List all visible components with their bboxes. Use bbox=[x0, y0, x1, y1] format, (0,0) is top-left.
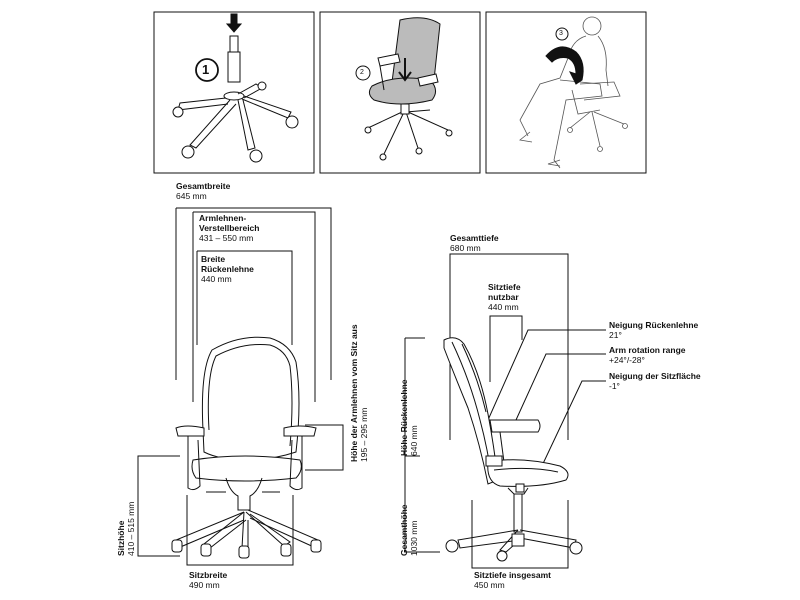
step-3-number: 3 bbox=[559, 30, 563, 37]
label-sitztiefe-nutzbar: Sitztiefe nutzbar 440 mm bbox=[488, 282, 521, 312]
step-1-badge bbox=[195, 58, 219, 82]
chair-front-view bbox=[171, 336, 322, 559]
label-sitztiefe-insgesamt: Sitztiefe insgesamt 450 mm bbox=[474, 570, 551, 590]
step-2-number: 2 bbox=[360, 69, 364, 76]
bracket-breite-ruecken bbox=[196, 250, 293, 345]
rotate-arrow-icon bbox=[545, 46, 584, 85]
label-breite-rueckenlehne: Breite Rückenlehne 440 mm bbox=[201, 254, 254, 284]
person-sitting-icon bbox=[519, 16, 628, 169]
bracket-sitzhoehe bbox=[137, 455, 180, 557]
step-1-number: 1 bbox=[202, 62, 210, 77]
step-2-badge bbox=[355, 65, 371, 81]
arrow-down-icon bbox=[225, 13, 243, 33]
step-panel-1 bbox=[153, 11, 315, 174]
label-neigung-rueckenlehne: Neigung Rückenlehne 21° bbox=[609, 320, 699, 340]
step-3-badge bbox=[555, 27, 569, 41]
arrow-down-icon bbox=[398, 58, 412, 82]
label-neigung-sitzflaeche: Neigung der Sitzfläche -1° bbox=[609, 371, 701, 391]
label-armlehnen-verstellbereich: Armlehnen- Verstellbereich 431 – 550 mm bbox=[199, 213, 260, 243]
bracket-sitztiefe-nutzbar bbox=[489, 315, 523, 382]
label-hoehe-rueckenlehne: Höhe Rückenlehne 640 mm bbox=[399, 379, 419, 456]
step-panel-2 bbox=[319, 11, 481, 174]
chair-base-icon bbox=[172, 81, 299, 163]
leader-arm-rotation bbox=[515, 353, 606, 421]
label-gesamttiefe: Gesamttiefe 680 mm bbox=[450, 233, 499, 253]
gas-lift-icon bbox=[227, 35, 241, 83]
step-panel-3 bbox=[485, 11, 647, 174]
bracket-gesamthoehe bbox=[404, 456, 440, 553]
label-hoehe-armlehnen: Höhe der Armlehnen vom Sitz aus 195 – 29… bbox=[349, 324, 369, 462]
bracket-hoehe-ruecken bbox=[404, 337, 425, 457]
label-sitzbreite: Sitzbreite 490 mm bbox=[189, 570, 228, 590]
label-gesamthoehe: Gesamthöhe 1030 mm bbox=[399, 504, 419, 557]
label-sitzhoehe: Sitzhöhe 410 – 515 mm bbox=[116, 501, 136, 556]
bracket-gesamtbreite bbox=[175, 207, 332, 380]
leader-neigung-ruecken bbox=[487, 329, 606, 421]
chair-side-view bbox=[443, 337, 583, 562]
bracket-sitzbreite bbox=[186, 495, 294, 566]
label-gesamtbreite: Gesamtbreite 645 mm bbox=[176, 181, 231, 201]
leader-neigung-sitz bbox=[539, 380, 606, 471]
bracket-armlehnen bbox=[192, 211, 316, 402]
label-arm-rotation-range: Arm rotation range +24°/-28° bbox=[609, 345, 686, 365]
bracket-sitztiefe-gesamt bbox=[471, 500, 569, 569]
bracket-hoehe-armlehnen bbox=[305, 424, 344, 471]
seat-assembly-icon bbox=[364, 17, 453, 161]
